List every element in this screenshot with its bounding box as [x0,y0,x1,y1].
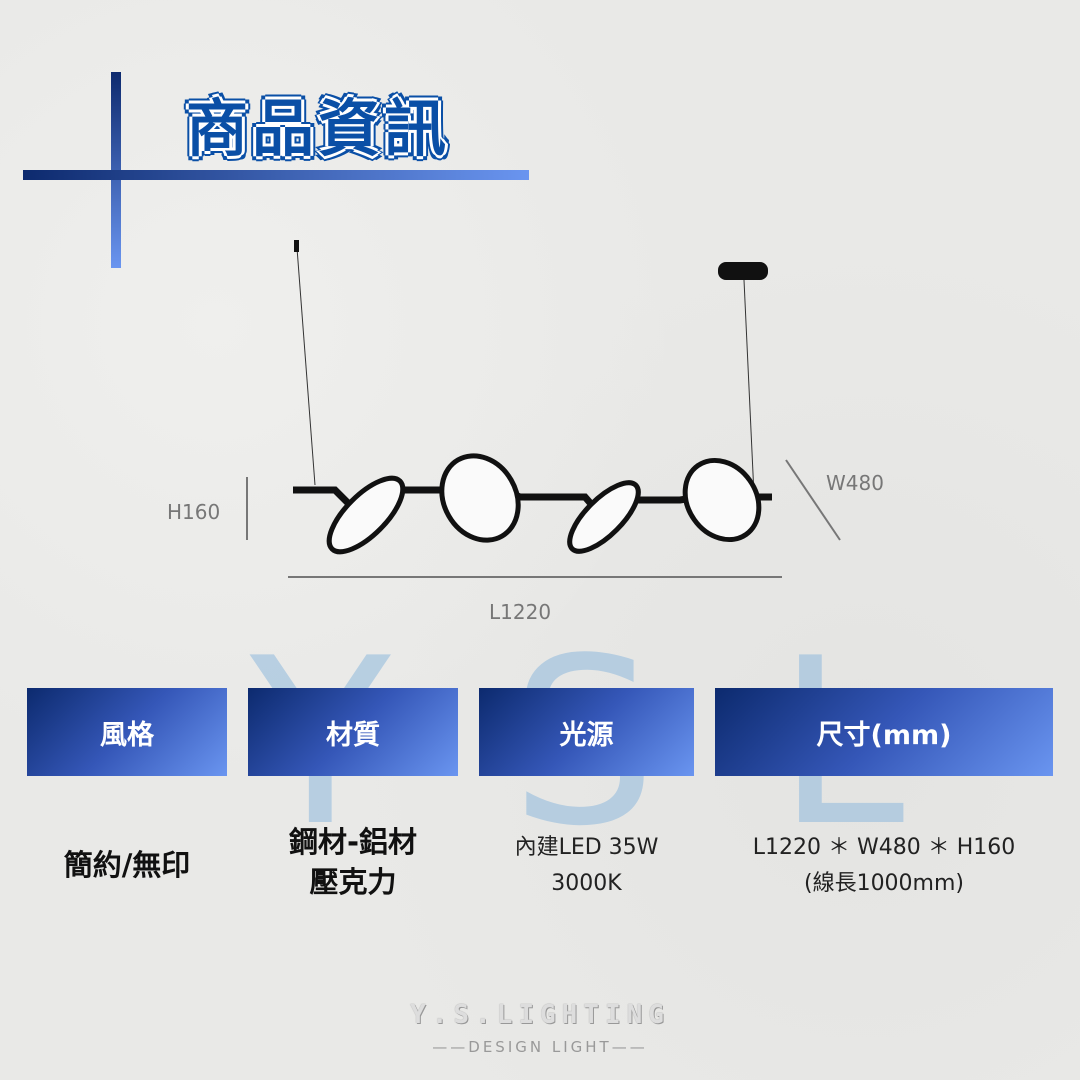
spec-value-style: 簡約/無印 [27,845,227,885]
spec-line: 壓克力 [309,865,397,899]
spec-header-size: 尺寸(mm) [715,688,1053,776]
lamp-disc [439,453,521,543]
lamp-illustration [246,240,841,578]
spec-line: 內建LED 35W [514,835,659,860]
height-label: H160 [167,500,221,524]
spec-header-material: 材質 [248,688,458,776]
spec-line: 簡約/無印 [63,848,191,882]
spec-line: 鋼材-鋁材 [288,825,418,859]
brand-tagline: ——DESIGN LIGHT—— [432,1038,648,1056]
spec-header-light: 光源 [479,688,694,776]
spec-value-material: 鋼材-鋁材 壓克力 [248,822,458,902]
width-dim-line [785,459,841,541]
spec-value-size: L1220 ＊ W480 ＊ H160 (線長1000mm) [715,830,1053,902]
brand-logo: Y.S.LIGHTING [410,1000,670,1030]
lamp-disc [326,475,406,555]
spec-value-light: 內建LED 35W 3000K [479,830,694,902]
length-label: L1220 [489,600,552,624]
lamp-disc [567,480,641,554]
width-label: W480 [826,471,884,495]
decor-horizontal-line [23,170,529,180]
spec-line: 3000K [551,871,622,896]
spec-header-style: 風格 [27,688,227,776]
spec-line: (線長1000mm) [803,871,965,896]
page-title: 商品資訊 [186,92,451,165]
spec-line: L1220 ＊ W480 ＊ H160 [752,835,1016,860]
lamp-disc [682,457,762,543]
